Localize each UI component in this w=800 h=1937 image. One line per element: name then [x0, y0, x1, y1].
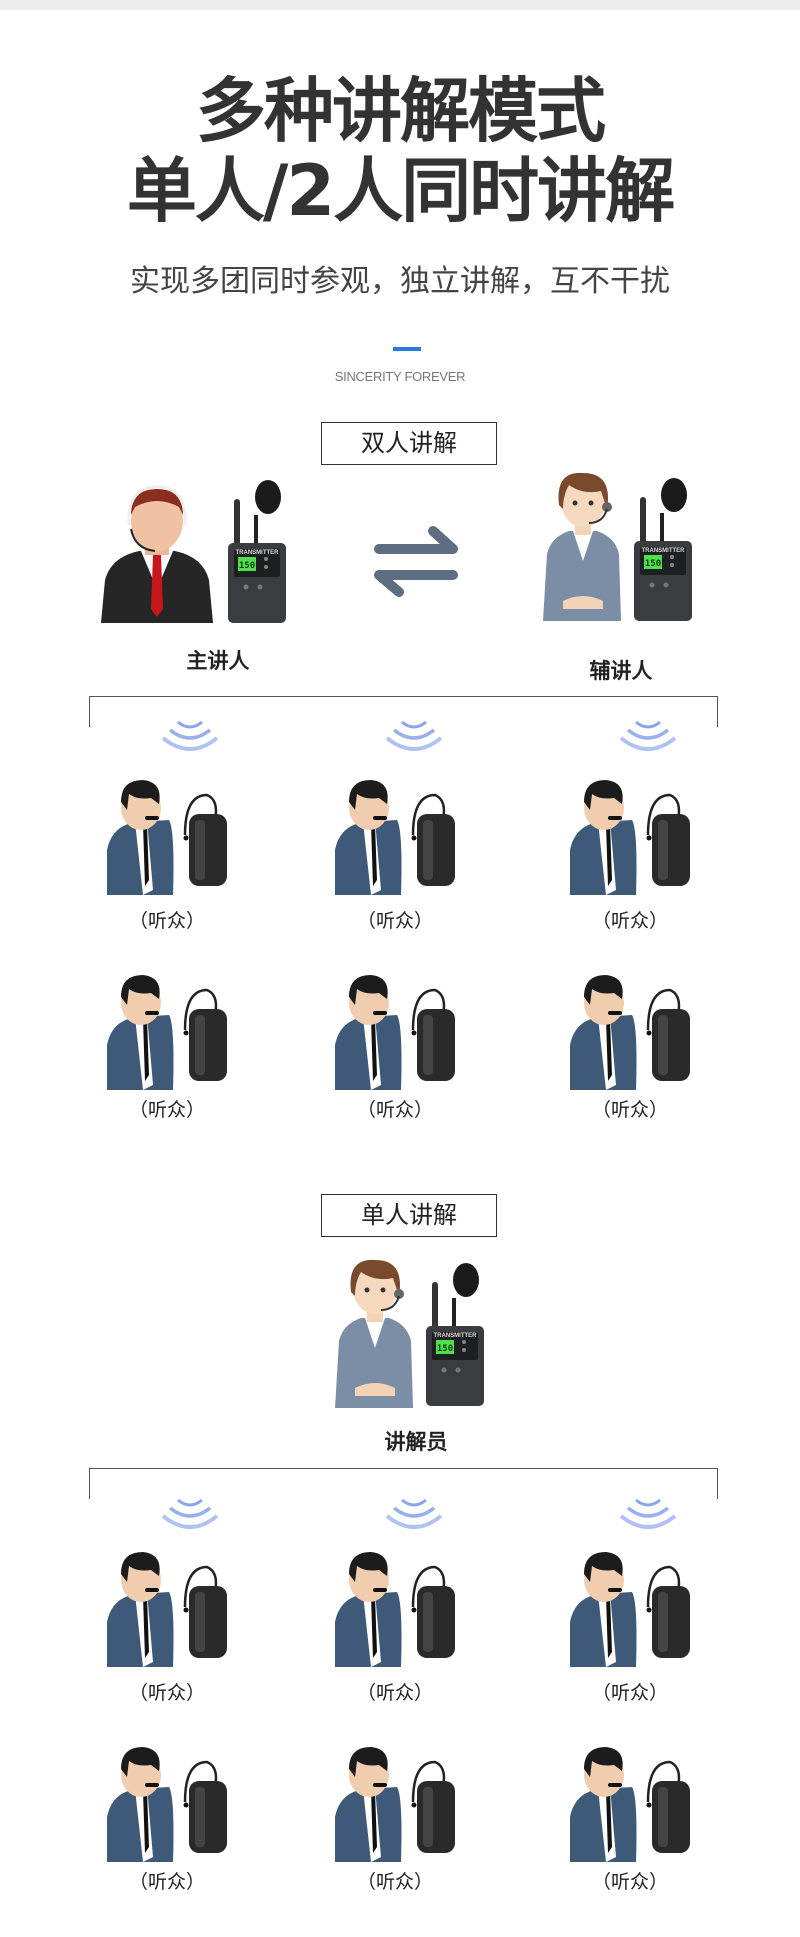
transmitter-brand-text: TRANSMITTER: [641, 548, 685, 554]
main-speaker-label: 主讲人: [186, 649, 250, 673]
assistant-speaker-label: 辅讲人: [589, 659, 653, 683]
main-speaker-man-icon: [101, 485, 213, 625]
listener-label: （听众）: [128, 910, 205, 932]
listener-with-receiver-icon: [335, 1747, 465, 1862]
listener-with-receiver-icon: [335, 780, 465, 895]
wireless-signal-icon: [618, 1494, 678, 1534]
listener-item: [107, 1552, 237, 1667]
single-mode-title: 单人讲解: [321, 1194, 497, 1237]
guide-label: 讲解员: [384, 1430, 448, 1454]
exchange-arrows-icon: [374, 526, 458, 597]
listener-label: （听众）: [356, 910, 433, 932]
listener-label: （听众）: [128, 1682, 205, 1704]
assistant-speaker-woman-icon: [543, 469, 623, 621]
listener-with-receiver-icon: [570, 975, 700, 1090]
listener-label: （听众）: [591, 1871, 668, 1893]
listener-item: [107, 1747, 237, 1862]
listener-label: （听众）: [128, 1099, 205, 1121]
listener-with-receiver-icon: [335, 975, 465, 1090]
listener-item: [335, 975, 465, 1090]
listener-item: [335, 1552, 465, 1667]
page-title-line2: 单人/2人同时讲解: [126, 150, 675, 232]
listener-label: （听众）: [356, 1682, 433, 1704]
listener-item: [570, 1747, 700, 1862]
dual-mode-title: 双人讲解: [321, 422, 497, 465]
listener-with-receiver-icon: [570, 1747, 700, 1862]
listener-label: （听众）: [591, 1682, 668, 1704]
listener-with-receiver-icon: [570, 1552, 700, 1667]
top-bar: [0, 0, 800, 10]
guide-woman-icon: [335, 1256, 415, 1408]
listener-with-receiver-icon: [107, 1747, 237, 1862]
listener-with-receiver-icon: [107, 975, 237, 1090]
listener-with-receiver-icon: [335, 1552, 465, 1667]
listener-item: [335, 1747, 465, 1862]
listener-label: （听众）: [356, 1871, 433, 1893]
tagline: SINCERITY FOREVER: [334, 369, 466, 384]
subtitle: 实现多团同时参观，独立讲解，互不干扰: [130, 264, 670, 299]
listener-label: （听众）: [128, 1871, 205, 1893]
wireless-signal-icon: [160, 716, 220, 756]
listener-item: [570, 780, 700, 895]
listener-label: （听众）: [356, 1099, 433, 1121]
broadcast-bracket: [89, 696, 718, 727]
listener-item: [107, 780, 237, 895]
page-title-line1: 多种讲解模式: [196, 70, 606, 152]
listener-item: [570, 1552, 700, 1667]
listener-with-receiver-icon: [570, 780, 700, 895]
listener-item: [570, 975, 700, 1090]
listener-item: [335, 780, 465, 895]
listener-label: （听众）: [591, 910, 668, 932]
accent-divider: [393, 347, 421, 351]
listener-with-receiver-icon: [107, 1552, 237, 1667]
transmitter-brand-text: TRANSMITTER: [433, 1333, 477, 1339]
transmitter-brand-text: TRANSMITTER: [235, 550, 279, 556]
listener-with-receiver-icon: [107, 780, 237, 895]
listener-label: （听众）: [591, 1099, 668, 1121]
listener-item: [107, 975, 237, 1090]
wireless-signal-icon: [160, 1494, 220, 1534]
wireless-signal-icon: [618, 716, 678, 756]
broadcast-bracket: [89, 1468, 718, 1499]
wireless-signal-icon: [384, 716, 444, 756]
wireless-signal-icon: [384, 1494, 444, 1534]
